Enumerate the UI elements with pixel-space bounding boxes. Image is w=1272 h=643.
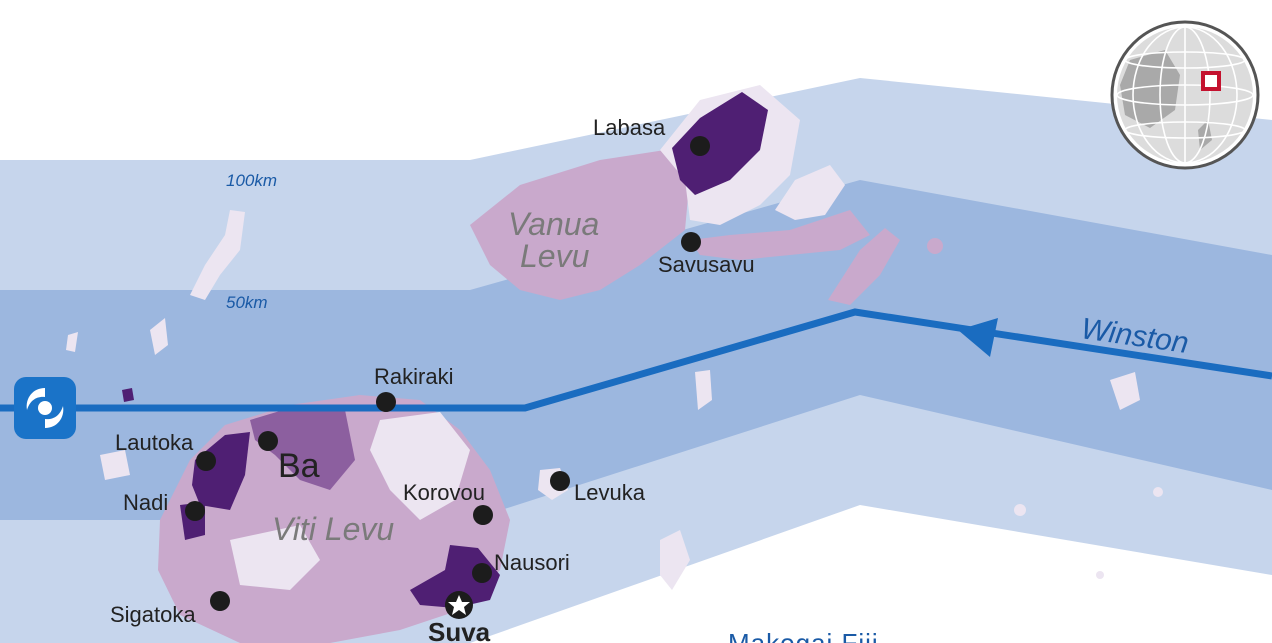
city-label-korovou: Korovou (403, 480, 485, 505)
city-dot-korovou (473, 505, 493, 525)
cyclone-glyph (26, 388, 64, 428)
small-islands (66, 210, 1163, 590)
city-dots (185, 136, 710, 611)
star-icon (445, 591, 473, 619)
city-label-sigatoka: Sigatoka (110, 602, 196, 627)
city-label-levuka: Levuka (574, 480, 646, 505)
island-label-levu: Levu (520, 238, 590, 274)
island-label-vanua: Vanua (508, 206, 599, 242)
city-dot-levuka (550, 471, 570, 491)
city-label-lautoka: Lautoka (115, 430, 194, 455)
city-dot-lautoka (196, 451, 216, 471)
city-label-nausori: Nausori (494, 550, 570, 575)
track-arrow (958, 318, 998, 357)
band-label-100km: 100km (226, 171, 277, 190)
city-label-rakiraki: Rakiraki (374, 364, 453, 389)
city-dot-rakiraki (376, 392, 396, 412)
band-label-50km: 50km (226, 293, 268, 312)
city-dot-nausori (472, 563, 492, 583)
bottom-caption: Makogai Fiji (728, 628, 879, 643)
city-label-nadi: Nadi (123, 490, 168, 515)
city-dot-nadi (185, 501, 205, 521)
island-label-viti-levu: Viti Levu (272, 511, 394, 547)
city-dot-ba (258, 431, 278, 451)
locator-marker (1201, 71, 1221, 91)
viti-levu-island (158, 395, 510, 643)
globe-icon[interactable] (1110, 20, 1260, 170)
city-label-savusavu: Savusavu (658, 252, 755, 277)
city-dot-sigatoka (210, 591, 230, 611)
cyclone-icon[interactable] (14, 377, 76, 439)
city-dot-savusavu (681, 232, 701, 252)
storm-track (0, 308, 1272, 412)
region-label-ba: Ba (278, 447, 320, 485)
city-label-labasa: Labasa (593, 115, 666, 140)
vanua-levu-island (470, 85, 943, 305)
city-label-suva: Suva (428, 617, 491, 643)
city-dot-labasa (690, 136, 710, 156)
